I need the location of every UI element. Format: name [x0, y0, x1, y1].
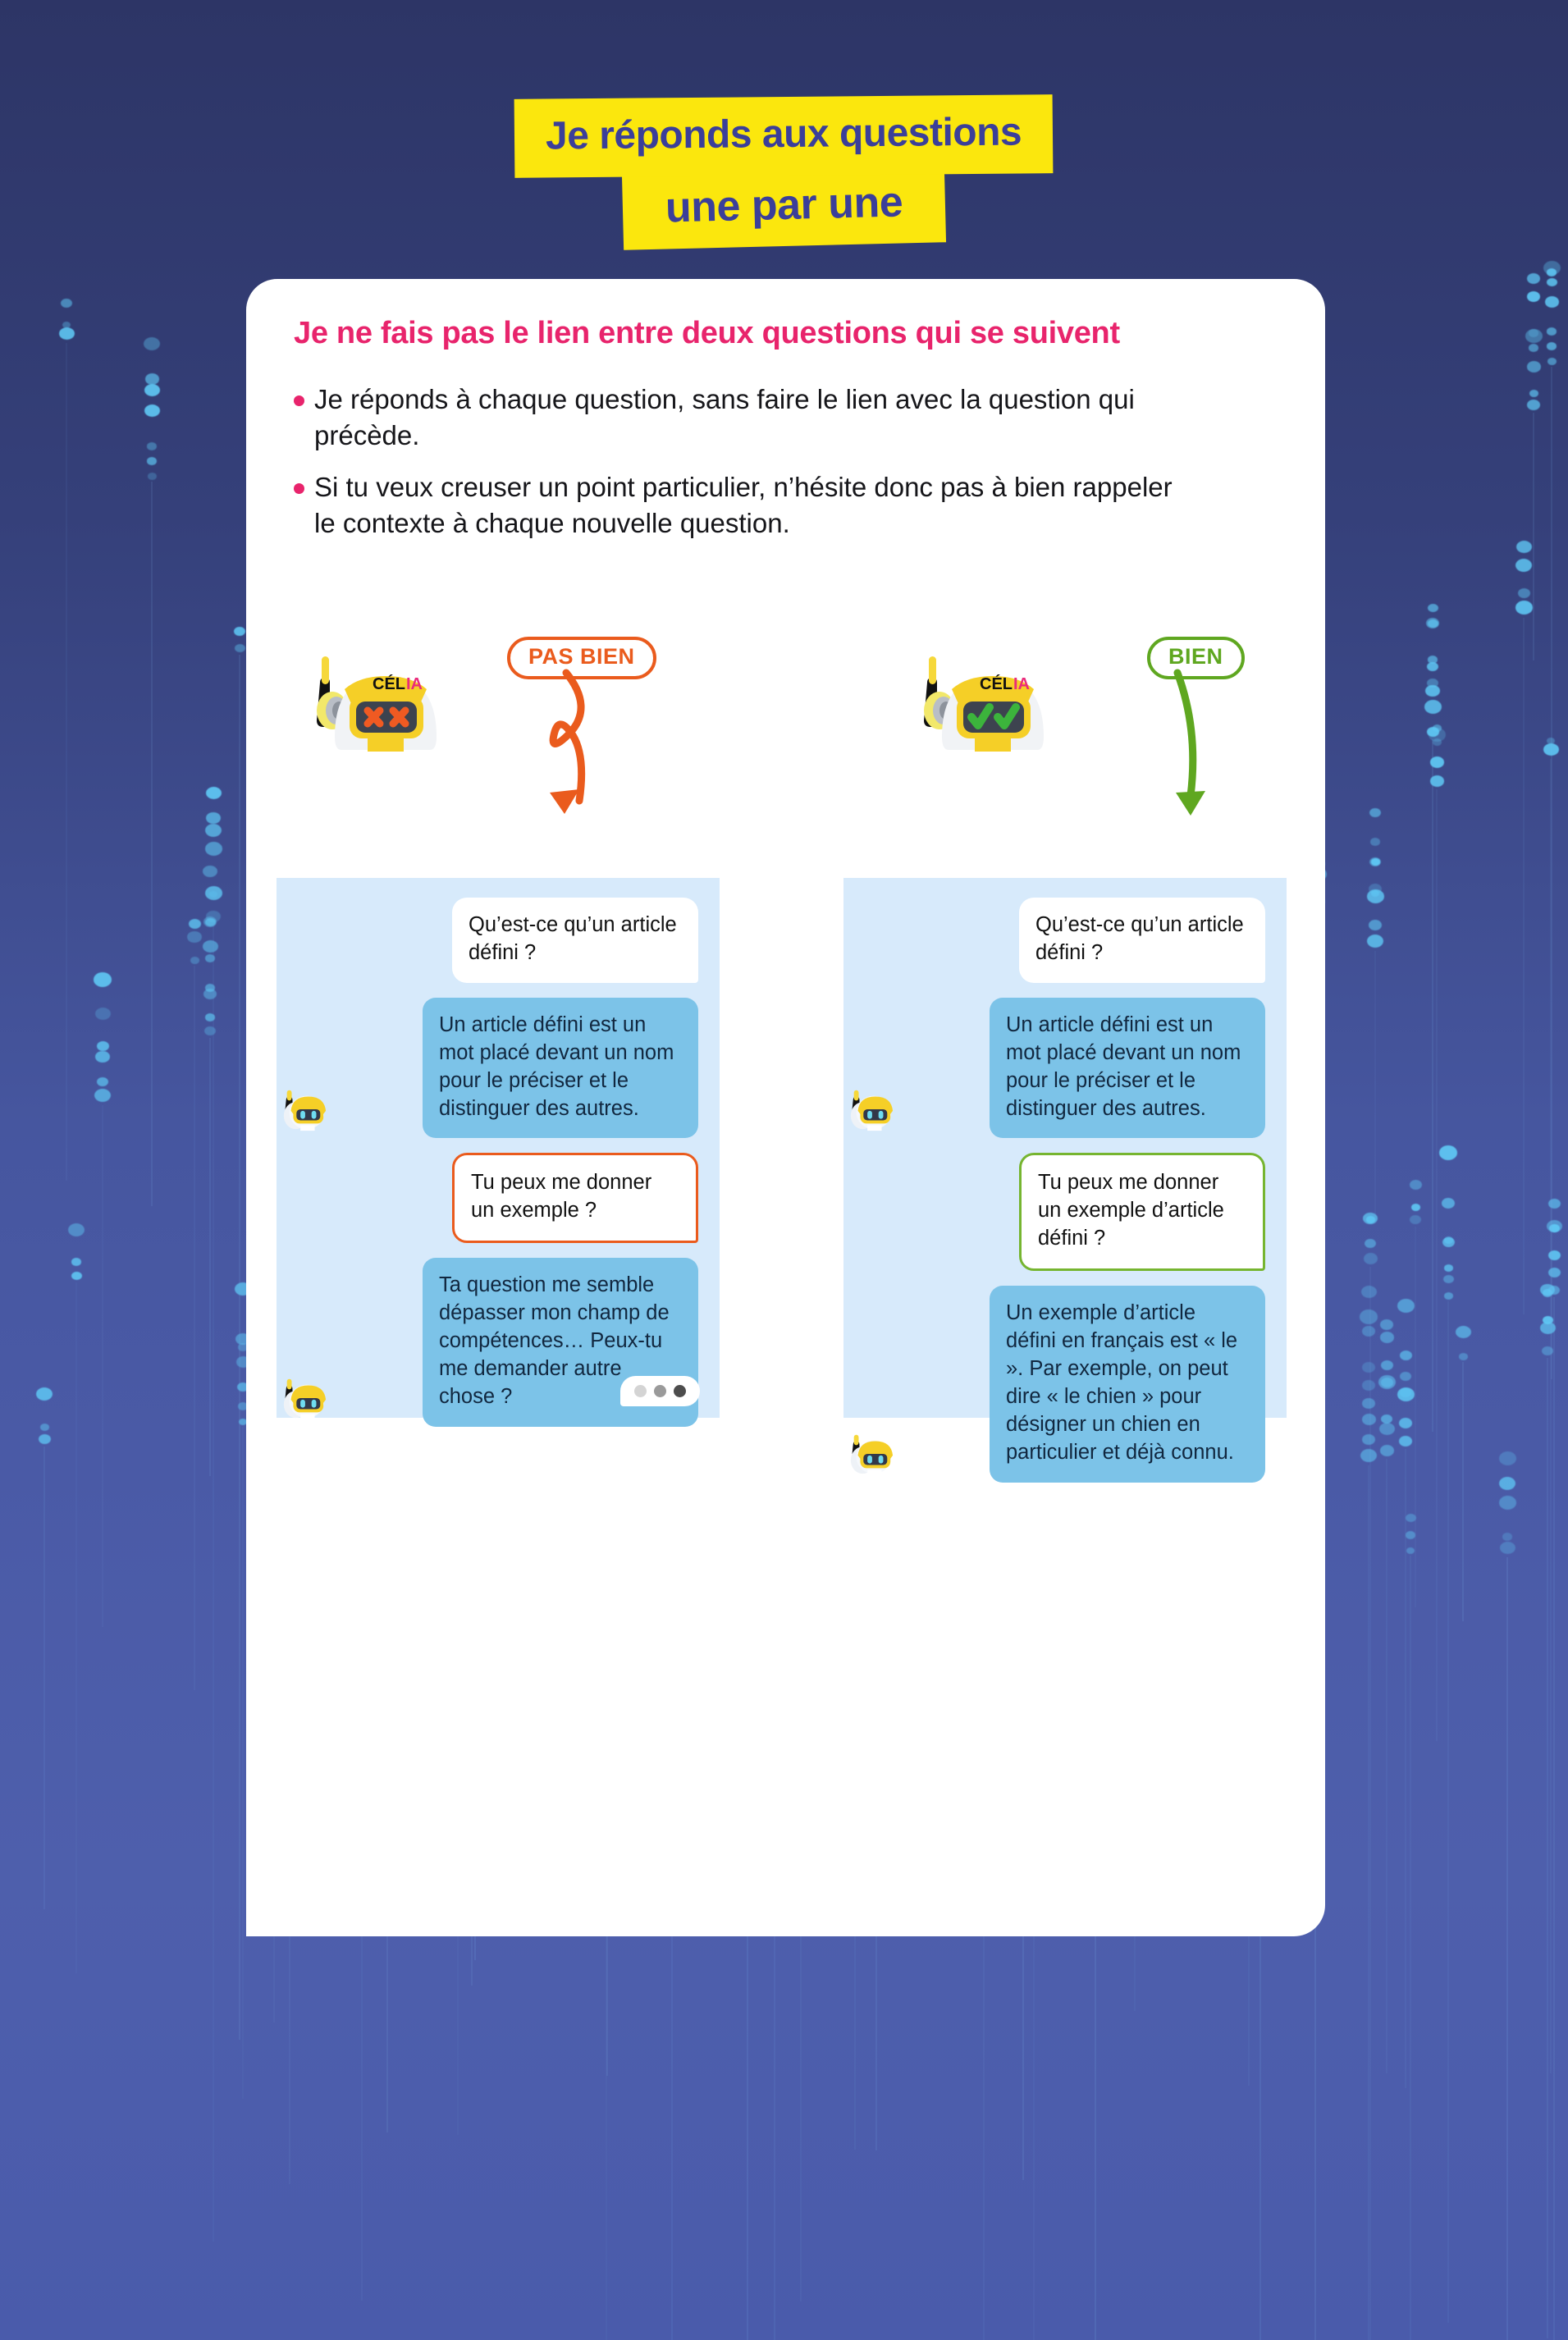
- robot-name-part2: IA: [406, 675, 423, 693]
- card-heading: Je ne fais pas le lien entre deux questi…: [294, 316, 1120, 350]
- bullet-list: Je réponds à chaque question, sans faire…: [294, 382, 1262, 557]
- robot-celia-bad-icon: CÉL IA: [317, 656, 437, 752]
- chat-transcript-good: Qu’est-ce qu’un article défini ? Un artic…: [843, 878, 1287, 1483]
- chat-transcript-bad: Qu’est-ce qu’un article défini ? Un artic…: [277, 878, 720, 1427]
- list-item: Si tu veux creuser un point particulier,…: [294, 469, 1262, 541]
- curved-arrow-good-icon: [1173, 669, 1205, 816]
- comparison-header: CÉL IA PAS BIEN: [246, 632, 1325, 816]
- chat-message-user: Qu’est-ce qu’un article défini ?: [843, 898, 1265, 983]
- chat-message-bot: Un exemple d’article défini en français …: [843, 1286, 1265, 1483]
- chat-message-user: Tu peux me donner un exemple d’article d…: [843, 1153, 1265, 1272]
- chat-bubble: Un exemple d’article défini en français …: [990, 1286, 1265, 1483]
- robot-name-part1: CÉL: [373, 674, 405, 693]
- title-banner-line1: Je réponds aux questions: [514, 94, 1054, 178]
- chat-bubble: Un article défini est un mot placé devan…: [423, 997, 698, 1139]
- chat-message-user: Tu peux me donner un exemple ?: [277, 1153, 698, 1244]
- content-card: Je ne fais pas le lien entre deux questi…: [246, 279, 1325, 1936]
- list-item: Je réponds à chaque question, sans faire…: [294, 382, 1262, 453]
- bot-avatar-icon: [850, 1434, 894, 1475]
- bullet-text: Je réponds à chaque question, sans faire…: [314, 384, 1135, 450]
- chat-bubble: Tu peux me donner un exemple ?: [452, 1153, 698, 1244]
- robot-name-part2: IA: [1013, 675, 1030, 693]
- bullet-dot-icon: [294, 395, 304, 406]
- chat-message-bot: Un article défini est un mot placé devan…: [277, 997, 698, 1139]
- bot-avatar-icon: [850, 1090, 894, 1131]
- bot-avatar-icon: [283, 1378, 327, 1419]
- typing-indicator: [620, 1376, 700, 1406]
- chat-message-user: Qu’est-ce qu’un article défini ?: [277, 898, 698, 983]
- chat-message-bot: Un article défini est un mot placé devan…: [843, 997, 1265, 1139]
- chat-bubble: Qu’est-ce qu’un article défini ?: [452, 898, 698, 983]
- typing-dot: [674, 1385, 686, 1397]
- bullet-dot-icon: [294, 483, 304, 495]
- chat-bubble: Tu peux me donner un exemple d’article d…: [1019, 1153, 1265, 1272]
- bullet-text: Si tu veux creuser un point particulier,…: [314, 472, 1173, 538]
- chat-bubble: Qu’est-ce qu’un article défini ?: [1019, 898, 1265, 983]
- curved-arrow-bad-icon: [549, 669, 586, 814]
- page-title: Je réponds aux questions une par une: [0, 94, 1568, 250]
- title-banner-line2: une par une: [621, 167, 947, 250]
- status-badge-good: BIEN: [1147, 637, 1245, 679]
- typing-dot: [654, 1385, 666, 1397]
- bot-avatar-icon: [283, 1090, 327, 1131]
- typing-dot: [634, 1385, 647, 1397]
- chat-bubble: Un article défini est un mot placé devan…: [990, 997, 1265, 1139]
- robot-name-part1: CÉL: [980, 674, 1013, 693]
- robot-celia-good-icon: CÉL IA: [924, 656, 1044, 752]
